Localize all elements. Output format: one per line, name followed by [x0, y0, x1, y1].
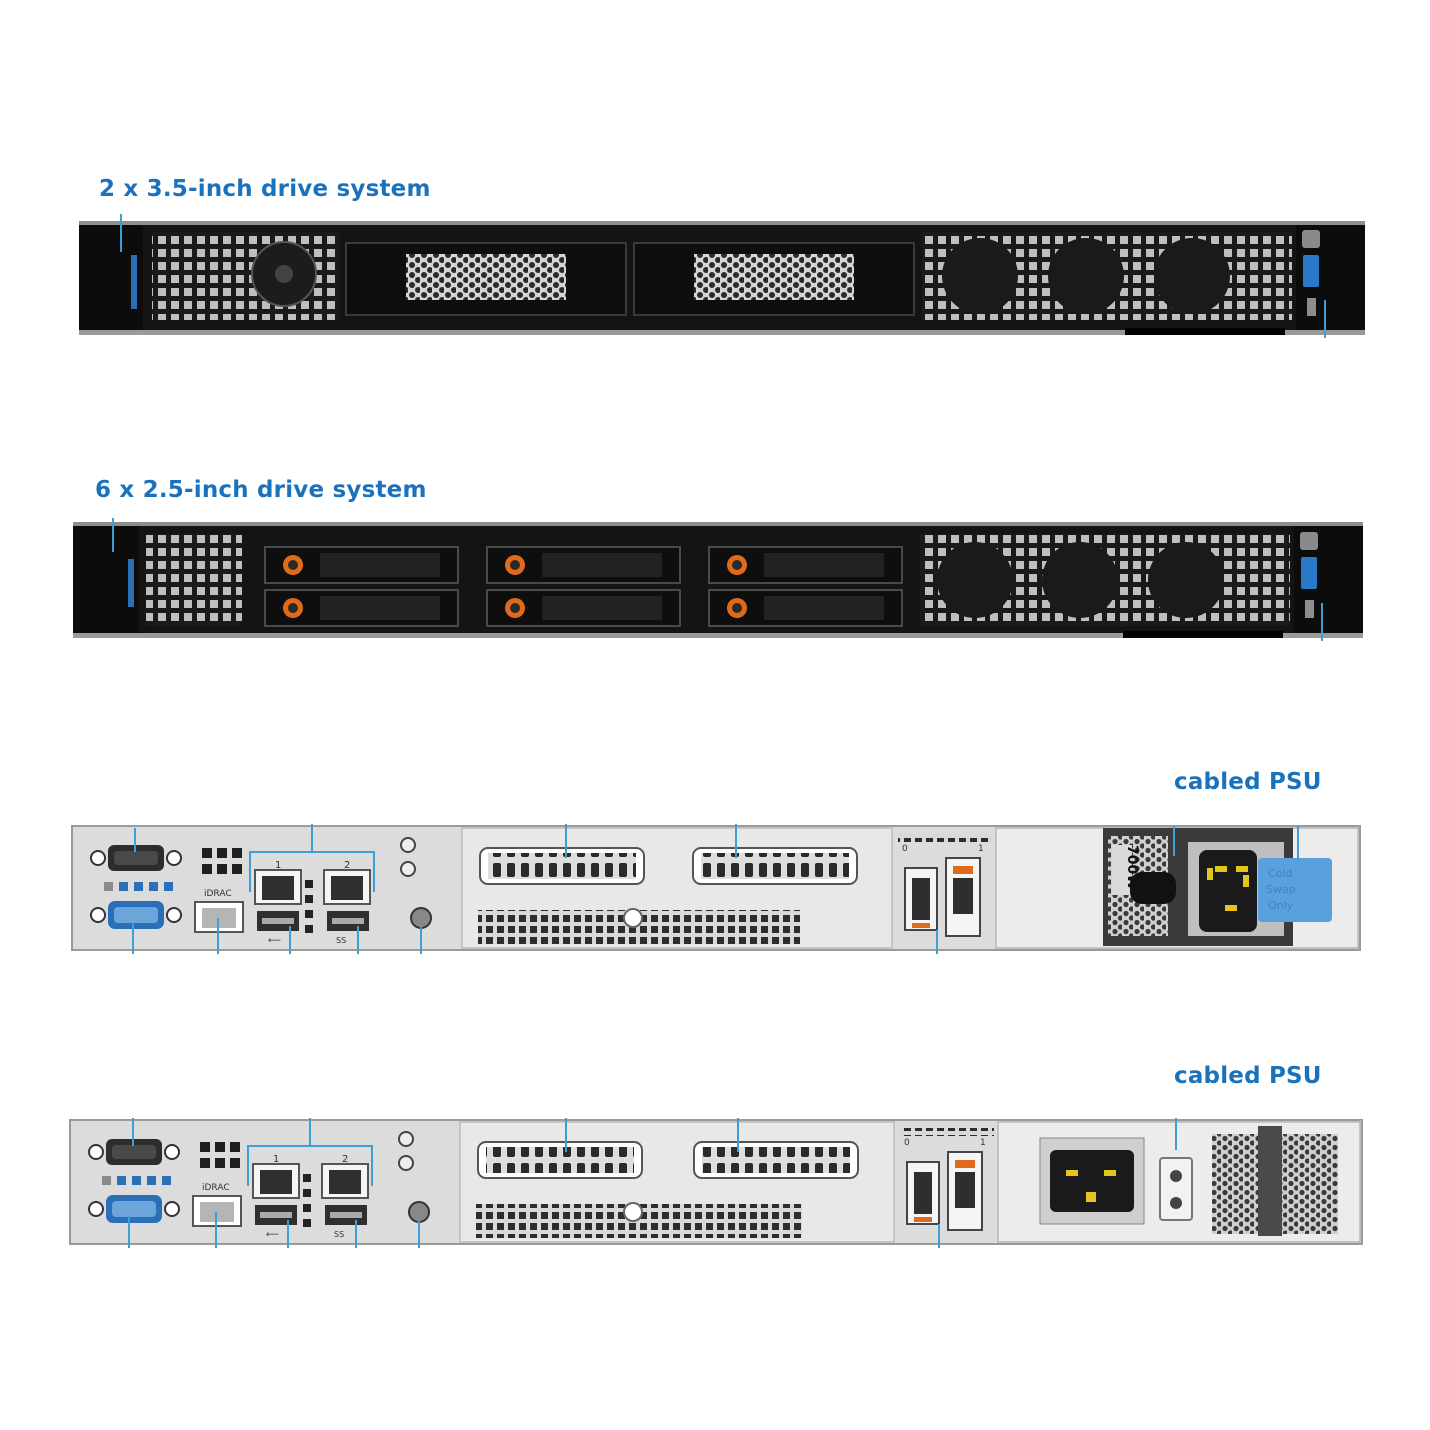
id-button-cluster[interactable] [202, 848, 242, 874]
status-light-bar [131, 255, 137, 309]
usb-port-icon[interactable] [1301, 557, 1317, 589]
rear-panel-1: iDRAC 1 2 ⟵ SS 0 1 [71, 824, 1361, 954]
cold-swap-tab-line-2: Swap [1266, 883, 1296, 896]
fan-icon [1042, 542, 1118, 618]
drive-bay-2[interactable] [633, 242, 915, 316]
front-panel-3-5-inch [79, 214, 1365, 338]
drive-bay-5[interactable] [708, 546, 903, 584]
serial-port[interactable] [88, 1139, 180, 1165]
psu-handle[interactable] [1258, 1126, 1282, 1236]
drive-bay-2[interactable] [264, 589, 459, 627]
usb-ss-label: SS [336, 936, 346, 945]
callout-lines [128, 1118, 1177, 1248]
ocp-card-slot-1[interactable] [947, 1151, 983, 1231]
usb-port-2[interactable] [327, 911, 369, 931]
nic-1-number: 1 [273, 1154, 279, 1165]
ground-screw-icon [398, 1155, 414, 1171]
status-indicators [102, 1176, 171, 1185]
id-button-cluster[interactable] [200, 1142, 240, 1168]
front-panel-3-5-caption: 2 x 3.5-inch drive system [99, 176, 431, 202]
drive-bay-6[interactable] [708, 589, 903, 627]
usb-label: ⟵ [268, 936, 281, 946]
rear-panel-2: iDRAC 1 2 ⟵ SS 0 1 [69, 1118, 1363, 1248]
usb-port-icon[interactable] [1303, 255, 1319, 287]
status-indicators [104, 882, 173, 891]
riser-mark-1: 1 [980, 1138, 986, 1148]
ocp-card-slot-1[interactable] [945, 857, 981, 937]
pcie-slot-2[interactable] [692, 847, 858, 885]
cold-swap-tab-line-1: Cold [1268, 867, 1292, 880]
power-button[interactable] [1302, 230, 1320, 248]
nic-2-number: 2 [342, 1154, 348, 1165]
micro-usb-port-icon[interactable] [1305, 600, 1314, 618]
fan-icon [937, 542, 1013, 618]
power-inlet-icon[interactable] [1199, 850, 1257, 932]
fan-icon [1048, 238, 1124, 314]
pcie-slot-2[interactable] [693, 1141, 859, 1179]
drive-bay-1[interactable] [264, 546, 459, 584]
idrac-label: iDRAC [204, 889, 232, 899]
ethernet-port-2[interactable] [323, 869, 371, 905]
ocp-card-slot-0[interactable] [906, 1161, 940, 1225]
front-panel-2-5-caption: 6 x 2.5-inch drive system [95, 477, 427, 503]
ground-screw-icon [398, 1131, 414, 1147]
ocp-card-slot-0[interactable] [904, 867, 938, 931]
nic-1-number: 1 [275, 860, 281, 871]
front-panel-2-5-inch [73, 518, 1363, 641]
power-switch[interactable] [1159, 1157, 1193, 1221]
ethernet-port-2[interactable] [321, 1163, 369, 1199]
power-supply-unit [1039, 1126, 1338, 1236]
fan-icon [942, 238, 1018, 314]
callout-lines [132, 824, 1299, 954]
ethernet-port-1[interactable] [252, 1163, 300, 1199]
vga-port[interactable] [90, 901, 182, 929]
idrac-port[interactable] [194, 901, 244, 933]
drive-bay-3[interactable] [486, 546, 681, 584]
riser-mark-0: 0 [904, 1138, 910, 1148]
riser-mark-0: 0 [902, 844, 908, 854]
left-vent-grille [146, 534, 242, 626]
usb-port-1[interactable] [255, 1205, 297, 1225]
status-light-bar [128, 559, 134, 607]
usb-label: ⟵ [266, 1230, 279, 1240]
vga-port[interactable] [88, 1195, 180, 1223]
power-button[interactable] [1300, 532, 1318, 550]
ethernet-port-1[interactable] [254, 869, 302, 905]
pcie-slot-1[interactable] [477, 1141, 643, 1179]
usb-port-2[interactable] [325, 1205, 367, 1225]
cold-swap-tab[interactable]: Cold Swap Only [1258, 858, 1332, 922]
power-inlet-icon[interactable] [1050, 1150, 1134, 1212]
drive-bay-1[interactable] [345, 242, 627, 316]
pcie-slot-1[interactable] [479, 847, 645, 885]
ground-screw-icon [400, 861, 416, 877]
serial-port[interactable] [90, 845, 182, 871]
rear-panel-2-caption: cabled PSU [1174, 1063, 1322, 1089]
rear-panel-1-caption: cabled PSU [1174, 769, 1322, 795]
riser-mark-1: 1 [978, 844, 984, 854]
idrac-label: iDRAC [202, 1183, 230, 1193]
micro-usb-port-icon[interactable] [1307, 298, 1316, 316]
fan-icon [1148, 542, 1224, 618]
cold-swap-tab-line-3: Only [1268, 899, 1294, 912]
drive-bay-4[interactable] [486, 589, 681, 627]
ground-screw-icon [400, 837, 416, 853]
fan-icon [1154, 238, 1230, 314]
usb-ss-label: SS [334, 1230, 344, 1239]
nic-2-number: 2 [344, 860, 350, 871]
usb-port-1[interactable] [257, 911, 299, 931]
